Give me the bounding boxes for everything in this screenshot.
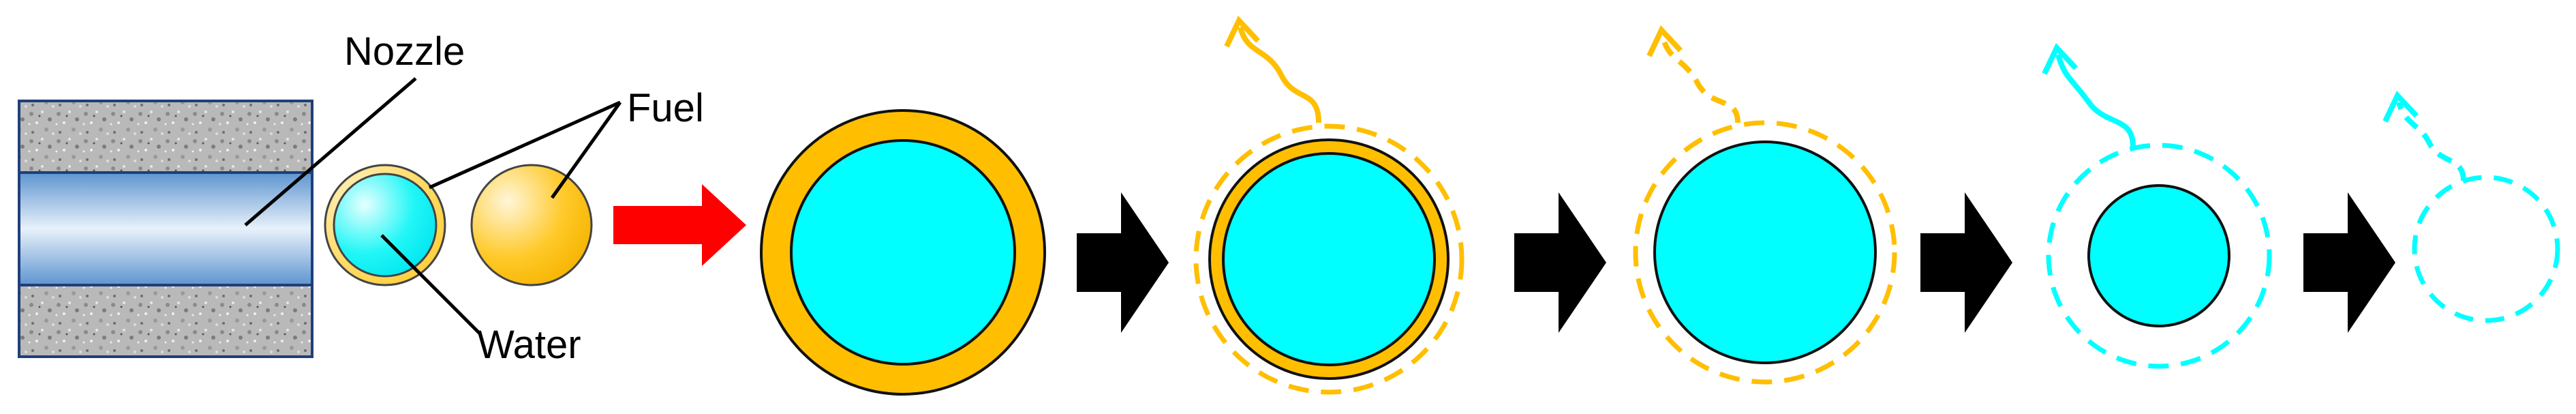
stage-4-water-evaporating (2042, 42, 2272, 369)
fuel-label: Fuel (627, 86, 704, 130)
fuel-leader-line-2 (550, 101, 622, 199)
nozzle-label: Nozzle (344, 29, 465, 74)
nozzle-wall-bottom (19, 285, 312, 357)
black-arrow-1 (1077, 192, 1169, 333)
stage-5-water-evaporated (2382, 90, 2560, 323)
stage-2-fuel-evaporating (1193, 15, 1465, 395)
small-fuel-droplet (470, 164, 593, 286)
stage-3-fuel-evaporated (1633, 25, 1897, 385)
red-arrow (613, 184, 746, 266)
nozzle (18, 100, 313, 358)
water-label: Water (477, 323, 581, 367)
water-leader-line (380, 234, 482, 336)
nozzle-channel (19, 173, 312, 285)
black-arrow-4 (2303, 192, 2395, 333)
black-arrow-2 (1514, 192, 1606, 333)
fuel-leader-line-1 (428, 100, 622, 190)
water-vapor-arrow (2055, 53, 2136, 147)
water-vapor-arrow-dashed (2396, 101, 2466, 181)
small-emulsion-droplet (324, 164, 446, 286)
black-arrow-3 (1920, 192, 2012, 333)
fuel-vapor-arrow (1238, 26, 1321, 123)
nozzle-outline (18, 100, 313, 358)
nozzle-leader-line (244, 77, 417, 226)
fuel-vapor-arrow-dashed (1660, 36, 1741, 123)
stage-1-emulsion-droplet (760, 109, 1046, 396)
nozzle-wall-top (19, 101, 312, 173)
